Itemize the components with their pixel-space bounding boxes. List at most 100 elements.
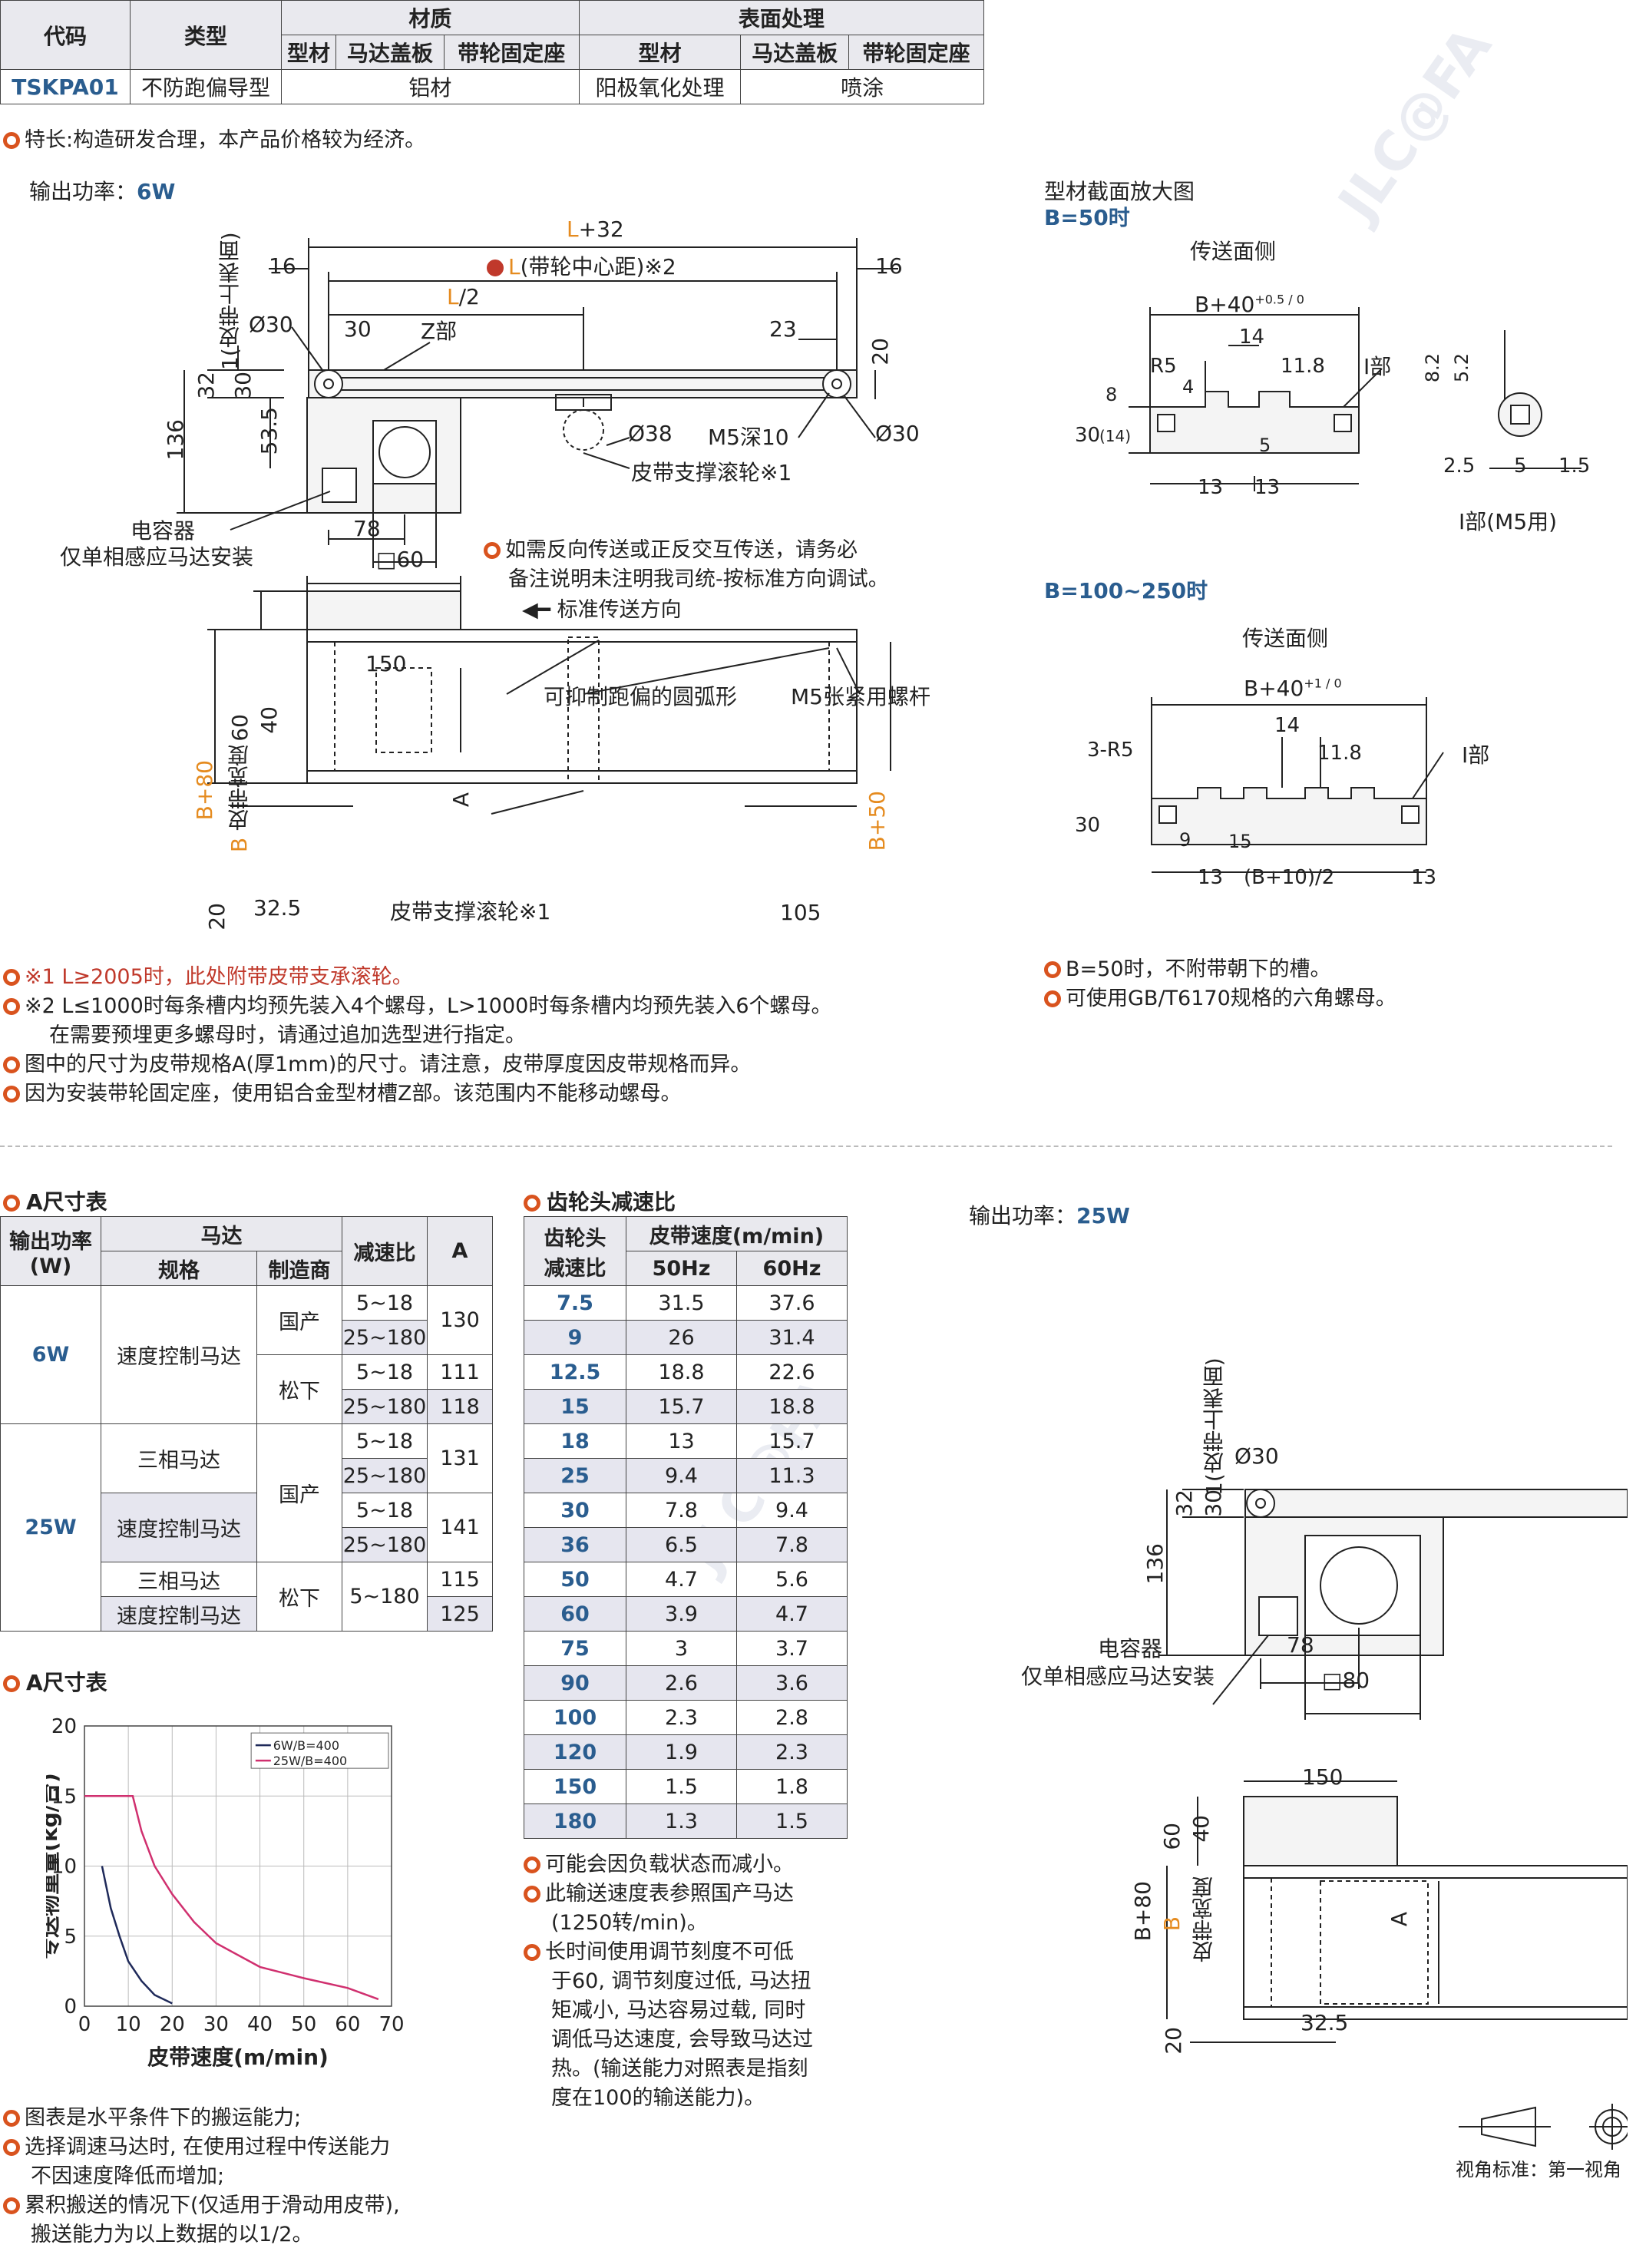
dim-136: 136 (163, 419, 188, 461)
chart-title: A尺寸表 (3, 1666, 107, 1697)
profile-b100-drawing (1151, 697, 1444, 873)
gear-ratio-cell: 7.5 (524, 1285, 626, 1321)
bullet-icon (3, 2197, 20, 2214)
a-value: 118 (427, 1389, 493, 1424)
y-axis-label: 专送物重量(kg/台) (46, 1773, 62, 1959)
plan-150: 150 (365, 651, 407, 676)
gear-header-speed: 皮带速度(m/min) (626, 1216, 848, 1251)
profile-b100: B=100~250时 (1044, 578, 1208, 603)
spec-material: 铝材 (281, 69, 580, 104)
spec-sub: 型材 (578, 35, 742, 70)
dim-l-center: L(带轮中心距)※2 (487, 250, 676, 281)
gear-ratio-cell: 75 (524, 1631, 626, 1666)
bullet-icon (524, 1886, 540, 1903)
dim-53: 53.5 (256, 407, 282, 455)
bullet-icon (3, 2110, 20, 2127)
dim-phi38: Ø38 (628, 421, 673, 446)
x-tick-label: 20 (160, 2013, 185, 2036)
dim-5b: 5 (1514, 455, 1527, 478)
view-standard: 视角标准：第一视角 (1456, 2159, 1621, 2180)
bullet-icon (484, 542, 501, 559)
speed-50hz-cell: 3.9 (626, 1596, 737, 1632)
a-header-maker: 制造商 (256, 1251, 342, 1286)
dim-325-25w: 32.5 (1301, 2010, 1349, 2035)
ipart-2: I部 (1462, 742, 1490, 768)
speed-60hz-cell: 4.7 (735, 1596, 848, 1632)
x-tick-label: 70 (378, 2013, 404, 2036)
dim-30-25w: 30 (1201, 1489, 1226, 1517)
dim-8: 8 (1106, 384, 1118, 405)
dim-b80-25w: B+80 (1130, 1881, 1155, 1942)
spec-header-type: 类型 (130, 0, 282, 70)
plan-roller: 皮带支撑滚轮※1 (390, 899, 551, 924)
speed-50hz-cell: 13 (626, 1423, 737, 1459)
spec-sub: 带轮固定座 (443, 35, 580, 70)
profile-notes: B=50时，不附带朝下的槽。 可使用GB/T6170规格的六角螺母。 (1044, 955, 1396, 1013)
bullet-icon (524, 1856, 540, 1873)
plan-325: 32.5 (253, 895, 302, 921)
dim-32: 32 (193, 372, 219, 399)
bwidth-25w: 皮带宽度 (1191, 1876, 1216, 1962)
dim-4: 4 (1182, 376, 1195, 398)
cap-25w-2: 仅单相感应马达安装 (1021, 1664, 1215, 1689)
legend-box (250, 1732, 389, 1769)
speed-50hz-cell: 1.3 (626, 1803, 737, 1839)
belt-top-label: 1(皮带上表面) (217, 232, 243, 370)
dim-118: 11.8 (1281, 355, 1325, 378)
a-header-spec: 规格 (101, 1251, 257, 1286)
speed-50hz-cell: 9.4 (626, 1458, 737, 1493)
a-maker: 国产 (256, 1423, 342, 1562)
first-angle-symbol-icon (1459, 2104, 1628, 2150)
gear-ratio-cell: 25 (524, 1458, 626, 1493)
dim-150-25w: 150 (1302, 1764, 1344, 1790)
a-spec: 速度控制马达 (101, 1493, 257, 1562)
feature-note: 特长:构造研发合理，本产品价格较为经济。 (3, 126, 425, 155)
gear-ratio-cell: 60 (524, 1596, 626, 1632)
bullet-icon (3, 998, 20, 1015)
dim-b10: (B+10)/2 (1244, 866, 1335, 889)
profile-title: 型材截面放大图 (1044, 179, 1195, 204)
dim-118-b100: 11.8 (1317, 742, 1362, 765)
dim-zpart: Z部 (421, 319, 458, 344)
roller-label: 皮带支撑滚轮※1 (631, 460, 792, 485)
speed-60hz-cell: 1.8 (735, 1769, 848, 1804)
a-ratio: 25~180 (342, 1458, 428, 1493)
plan-60: 60 (227, 714, 253, 742)
dim-13a: 13 (1198, 476, 1224, 499)
dim-13-b100b: 13 (1411, 866, 1437, 889)
speed-50hz-cell: 2.6 (626, 1665, 737, 1701)
dim-25: 2.5 (1443, 455, 1476, 478)
a-table-title: A尺寸表 (3, 1185, 107, 1216)
dim-30-profile: 30 (1075, 424, 1101, 447)
bullet-icon (3, 132, 20, 149)
a-header-motor: 马达 (101, 1216, 342, 1251)
a-spec: 三相马达 (101, 1562, 257, 1597)
dim-b-25w: B (1159, 1916, 1185, 1932)
speed-50hz-cell: 1.9 (626, 1734, 737, 1770)
spec-sub: 马达盖板 (335, 35, 445, 70)
dim-a-25w: A (1386, 1912, 1412, 1927)
plan-arc: 可抑制跑偏的圆弧形 (544, 684, 738, 709)
plan-40: 40 (256, 706, 282, 734)
speed-60hz-cell: 2.3 (735, 1734, 848, 1770)
x-tick-label: 50 (291, 2013, 316, 2036)
power-label-6w: 输出功率：6W (29, 179, 176, 204)
a-power-6w: 6W (0, 1285, 101, 1424)
plan-a: A (448, 792, 474, 808)
chart-notes: 图表是水平条件下的搬运能力; 选择调速马达时, 在使用过程中传送能力 不因速度降… (3, 2104, 400, 2250)
spec-type: 不防跑偏导型 (130, 69, 282, 104)
dim-20-25w: 20 (1161, 2027, 1186, 2055)
speed-60hz-cell: 3.7 (735, 1631, 848, 1666)
a-ratio: 5~18 (342, 1493, 428, 1528)
speed-50hz-cell: 18.8 (626, 1354, 737, 1390)
speed-50hz-cell: 1.5 (626, 1769, 737, 1804)
gear-ratio-cell: 15 (524, 1389, 626, 1424)
